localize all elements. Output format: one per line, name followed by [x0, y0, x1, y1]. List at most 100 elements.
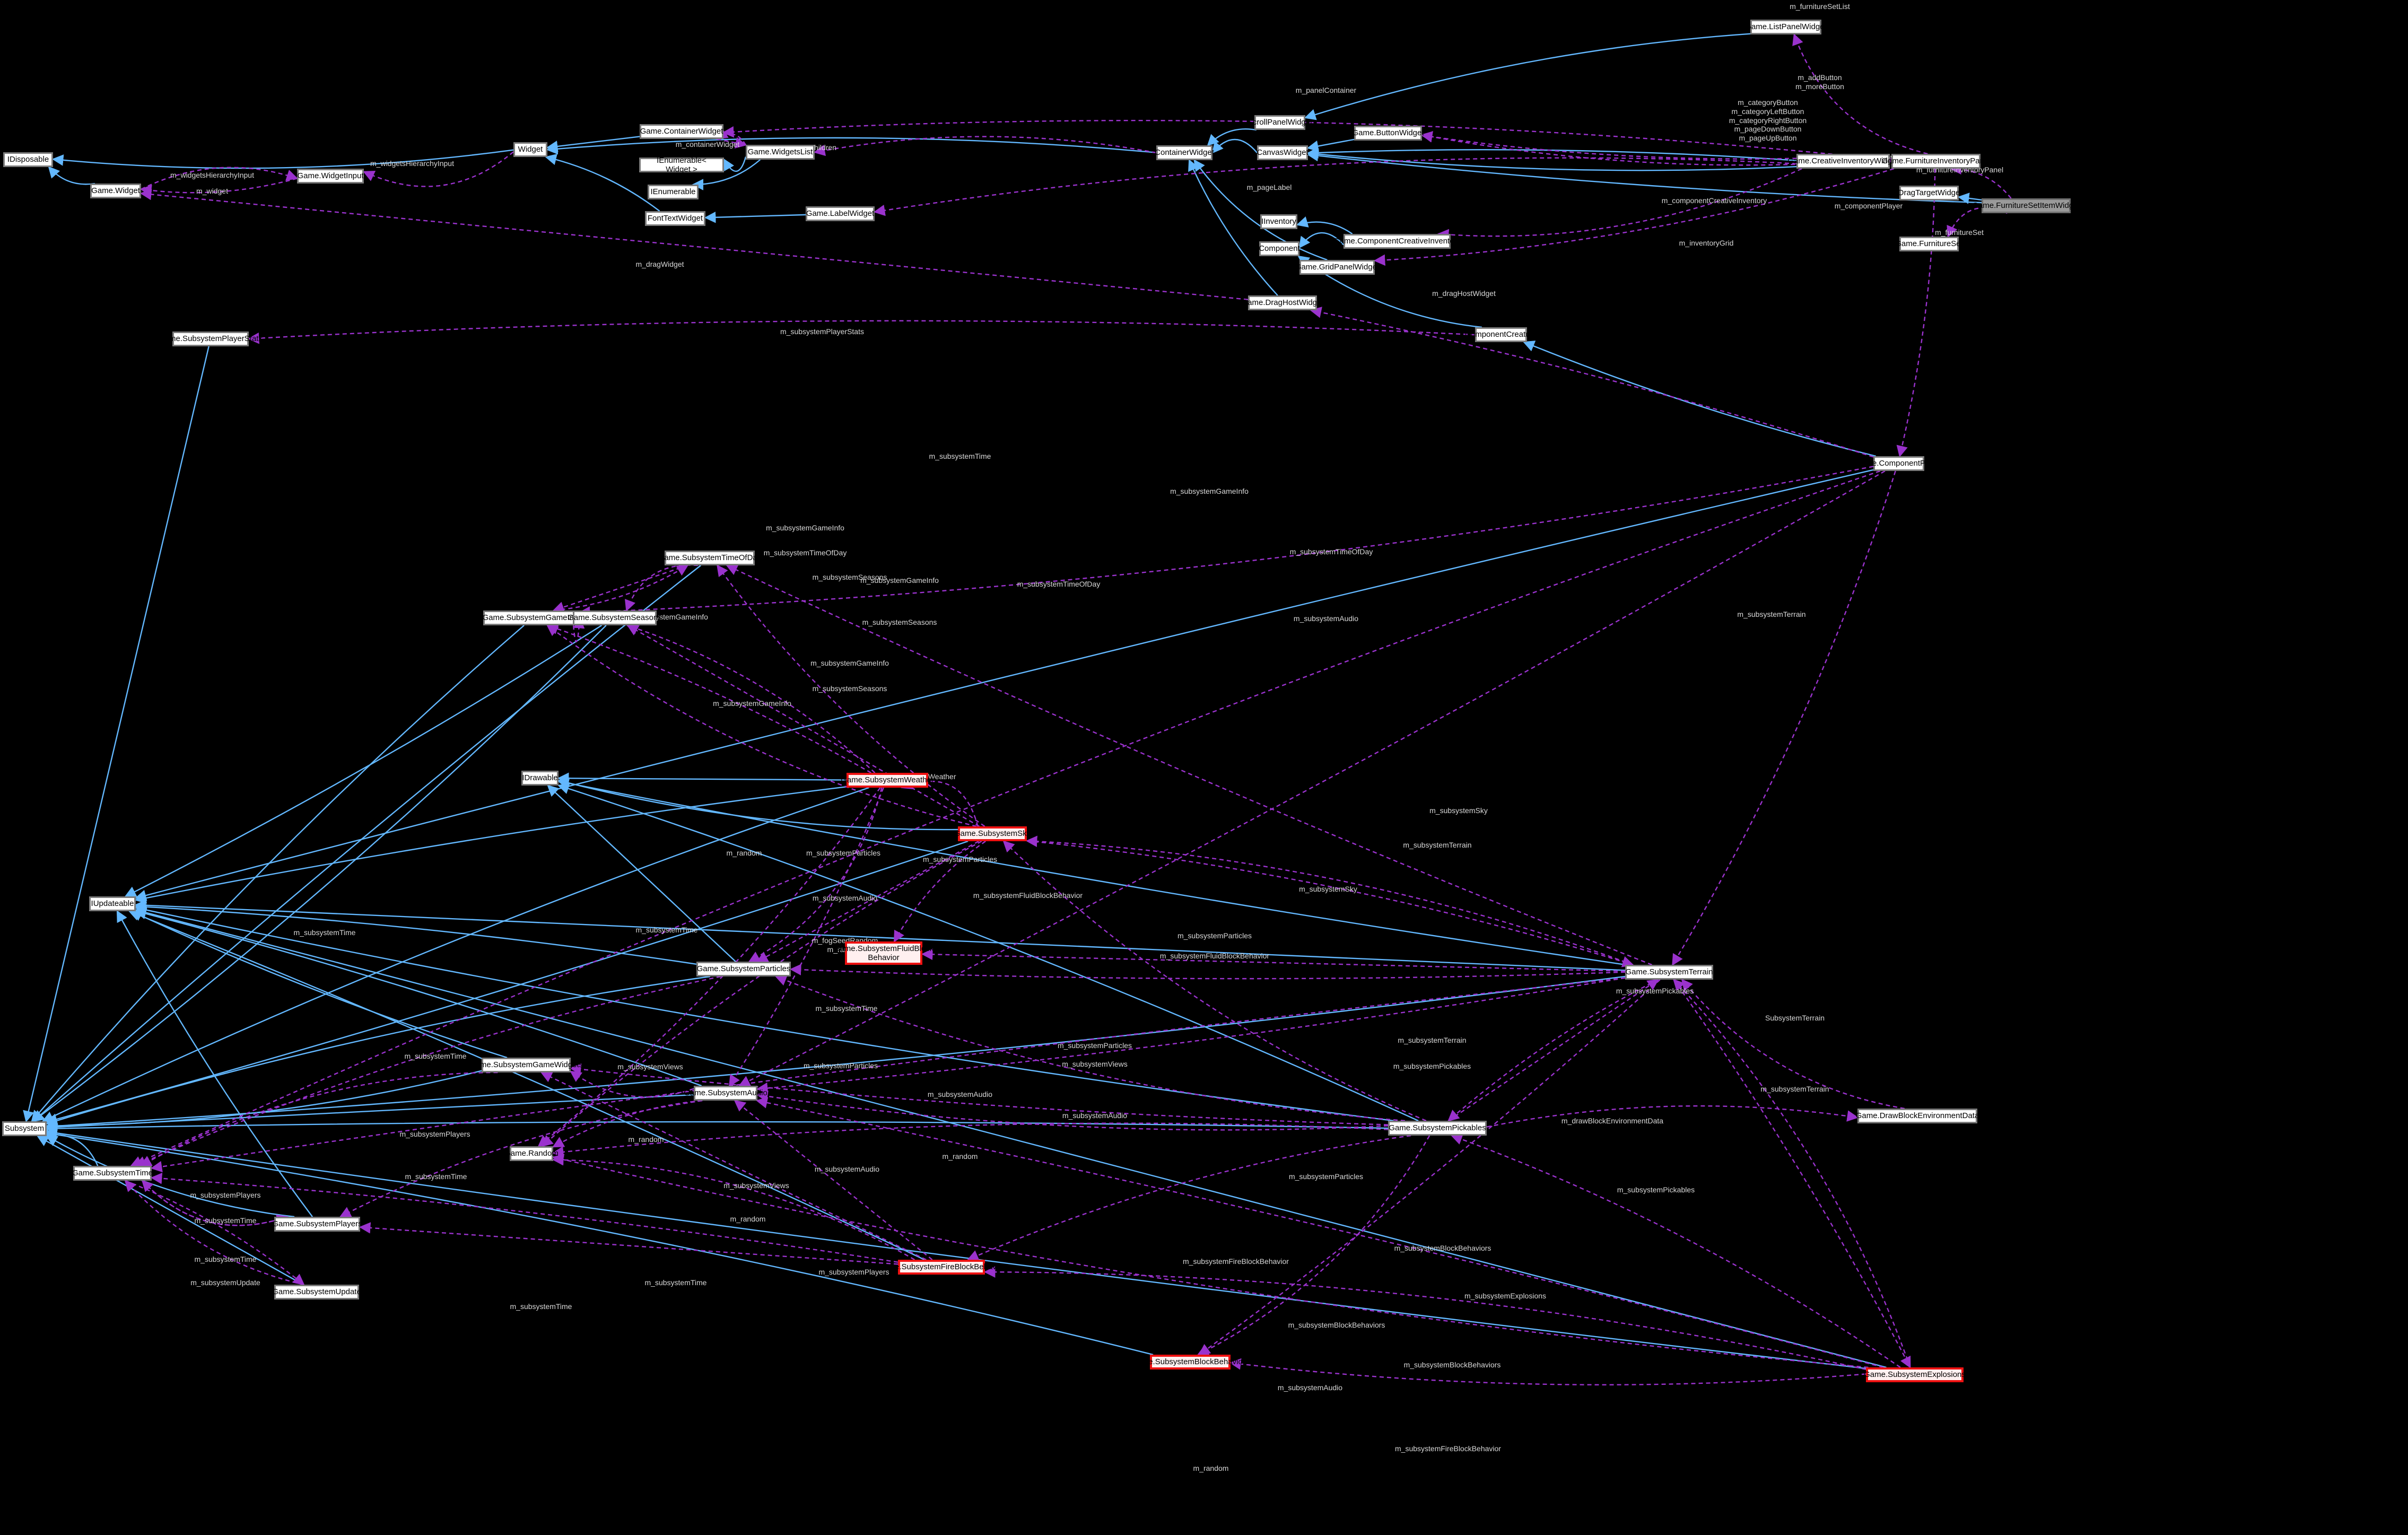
class-node-scroll-panel-widget[interactable]: ScrollPanelWidget [1247, 115, 1312, 130]
edge-label: m_subsystemTerrain [1760, 1085, 1829, 1093]
usage-edge [755, 1097, 1884, 1368]
class-node-game-component-player[interactable]: Game.ComponentPlayer [1855, 456, 1943, 471]
inheritance-edge [45, 1129, 1154, 1356]
class-node-game-subsystem-time[interactable]: Game.SubsystemTime [72, 1166, 153, 1181]
class-node-game-furniture-set[interactable]: Game.FurnitureSet [1895, 237, 1963, 251]
class-node-game-draw-block-environment-data[interactable]: Game.DrawBlockEnvironmentData [1856, 1109, 1979, 1123]
edge-label: m_subsystemParticles [803, 1061, 878, 1070]
class-node-game-subsystem-update[interactable]: Game.SubsystemUpdate [272, 1285, 361, 1299]
edge-label: m_furnitureSet [1935, 228, 1984, 237]
class-node-game-subsystem-particles[interactable]: Game.SubsystemParticles [696, 962, 791, 976]
class-node-game-subsystem-players[interactable]: Game.SubsystemPlayers [272, 1217, 362, 1232]
class-node-game-drag-host-widget[interactable]: Game.DragHostWidget [1241, 295, 1324, 310]
edge-label: m_subsystemPickables [1617, 1185, 1695, 1194]
usage-edge [1198, 979, 1661, 1356]
class-node-game-subsystem-game-info[interactable]: Game.SubsystemGameInfo [482, 610, 581, 625]
inheritance-edge [41, 787, 869, 1122]
class-node-game-subsystem-sky[interactable]: Game.SubsystemSky [954, 826, 1031, 841]
class-node-font-text-widget[interactable]: FontTextWidget [645, 211, 705, 226]
class-node-game-button-widget[interactable]: Game.ButtonWidget [1352, 126, 1424, 141]
inheritance-edge [1211, 139, 1258, 154]
class-node-game-subsystem-pickables[interactable]: Game.SubsystemPickables [1388, 1121, 1487, 1136]
class-node-game-subsystem-weather[interactable]: Game.SubsystemWeather [841, 773, 934, 788]
usage-edge [1447, 979, 1659, 1122]
usage-edge [748, 787, 883, 963]
class-node-idrawable[interactable]: IDrawable [521, 771, 559, 786]
edge-label: m_containerWidget [675, 140, 740, 149]
class-node-game-widgets-list[interactable]: Game.WidgetsList [746, 145, 815, 160]
edge-label: m_subsystemViews [617, 1062, 683, 1071]
edge-label: m_subsystemSeasons [812, 684, 887, 693]
class-node-idrag-target-widget[interactable]: IDragTargetWidget [1896, 186, 1962, 200]
usage-edge [150, 1172, 898, 1263]
usage-edge [552, 1100, 702, 1148]
class-node-container-widget[interactable]: ContainerWidget [1155, 145, 1214, 160]
usage-edge [729, 787, 884, 1087]
class-node-canvas-widget[interactable]: CanvasWidget [1257, 145, 1308, 160]
edge-label: m_pageLabel [1246, 183, 1292, 191]
usage-edge [717, 564, 985, 827]
class-node-widget[interactable]: Widget [513, 142, 547, 157]
inheritance-edge [45, 840, 969, 1125]
class-node-game-subsystem-seasons[interactable]: Game.SubsystemSeasons [568, 610, 662, 625]
class-node-game-subsystem-fire-block-behavior[interactable]: Game.SubsystemFireBlockBehavior [878, 1260, 1005, 1275]
edge-label: m_subsystemViews [723, 1181, 789, 1190]
edge-label: m_random [730, 1215, 766, 1223]
class-node-game-list-panel-widget[interactable]: Game.ListPanelWidget [1745, 20, 1827, 34]
class-node-game-subsystem-block-behaviors[interactable]: Game.SubsystemBlockBehaviors [1131, 1355, 1249, 1370]
usage-edge [1896, 168, 1936, 458]
class-node-game-subsystem-terrain[interactable]: Game.SubsystemTerrain [1625, 965, 1713, 980]
edge-label: m_furnitureSetList [1790, 2, 1850, 11]
inheritance-edge [134, 901, 697, 965]
class-node-game-furniture-inventory-panel[interactable]: Game.FurnitureInventoryPanel [1881, 154, 1991, 169]
usage-edges [124, 33, 2012, 1385]
usage-edge [569, 1063, 1389, 1126]
usage-edge [1673, 979, 1911, 1368]
inheritance-edge [130, 910, 508, 1059]
edge-label: m_subsystemGameInfo [713, 699, 791, 708]
class-node-game-subsystem-game-widgets[interactable]: Game.SubsystemGameWidgets [469, 1058, 583, 1072]
edge-label: m_addButton m_moreButton [1795, 73, 1844, 91]
edge-label: m_subsystemGameInfo [860, 576, 939, 585]
class-node-game-container-widget[interactable]: Game.ContainerWidget [640, 124, 723, 139]
class-node-game-furniture-set-item-widget[interactable]: Game.FurnitureSetItemWidget [1972, 198, 2080, 213]
class-node-game-subsystem-time-of-day[interactable]: Game.SubsystemTimeOfDay [658, 551, 761, 565]
class-node-game-widget[interactable]: Game.Widget [90, 184, 141, 198]
class-node-game-widget-input[interactable]: Game.WidgetInput [297, 169, 364, 184]
class-node-game-subsystem-fluid-block-behavior[interactable]: Game.SubsystemFluidBlock Behavior [834, 941, 933, 965]
usage-edge [1026, 840, 1634, 967]
class-node-game-subsystem-explosions[interactable]: Game.SubsystemExplosions [1864, 1367, 1966, 1382]
class-node-game-subsystem-audio[interactable]: Game.SubsystemAudio [684, 1086, 767, 1101]
usage-edge [537, 787, 881, 1147]
class-node-component[interactable]: Component [1259, 241, 1300, 256]
edge-label: SubsystemTerrain [1765, 1014, 1825, 1022]
edge-label: m_subsystemPlayers [818, 1268, 889, 1276]
inheritance-edge [134, 469, 1874, 901]
inheritance-edge [134, 908, 702, 1087]
class-node-game-label-widget[interactable]: Game.LabelWidget [806, 206, 875, 221]
edge-label: m_subsystemAudio [1277, 1383, 1343, 1392]
class-node-iinventory[interactable]: IInventory [1260, 214, 1297, 229]
class-node-game-grid-panel-widget[interactable]: Game.GridPanelWidget [1295, 260, 1379, 275]
class-node-ienumerable-widget[interactable]: IEnumerable< Widget > [639, 156, 724, 174]
class-node-subsystem[interactable]: Subsystem [2, 1121, 47, 1136]
edge-label: m_subsystemGameInfo [1170, 487, 1249, 495]
class-node-game-random[interactable]: Game.Random [504, 1146, 559, 1161]
class-node-game-subsystem-player-stats[interactable]: Game.SubsystemPlayerStats [159, 332, 263, 346]
inheritance-edge [557, 778, 1626, 966]
edge-label: m_subsystemFluidBlockBehavior [973, 891, 1083, 900]
class-node-game-component-creative-inventory[interactable]: Game.ComponentCreativeInventory [1333, 234, 1461, 249]
class-node-idisposable[interactable]: IDisposable [3, 152, 53, 167]
edge-label: m_dragWidget [635, 260, 684, 268]
inheritance-edge [1304, 33, 1751, 120]
usage-edge [572, 616, 585, 643]
class-node-game-creative-inventory-widget[interactable]: Game.CreativeInventoryWidget [1787, 154, 1899, 169]
class-node-component-creature[interactable]: ComponentCreature [1465, 327, 1537, 342]
edge-label: m_subsystemAudio [1293, 614, 1359, 623]
class-node-iupdateable[interactable]: IUpdateable [89, 896, 136, 911]
usage-edge [125, 1180, 305, 1286]
class-node-ienumerable[interactable]: IEnumerable [648, 185, 699, 199]
edge-label: m_random [1193, 1464, 1229, 1472]
edge-label: m_subsystemTime [510, 1302, 572, 1311]
edge-label: m_random [628, 1135, 664, 1144]
